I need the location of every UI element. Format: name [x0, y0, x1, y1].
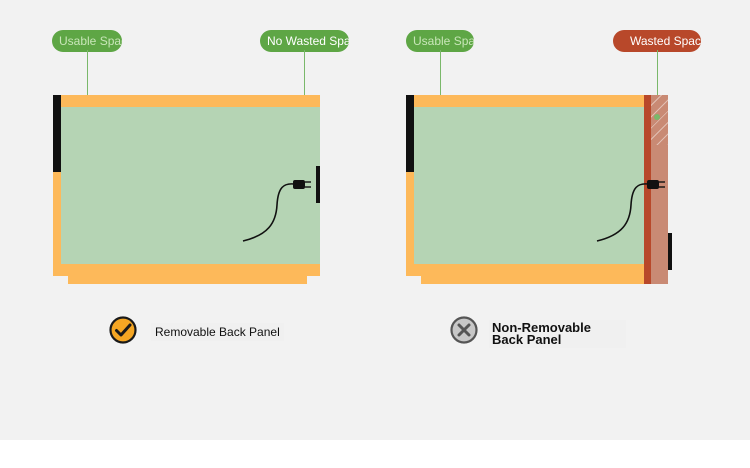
wall-outlet-left	[316, 166, 320, 203]
usable-space-pill-right: Usable Space	[406, 30, 474, 52]
non-removable-back-panel	[651, 95, 668, 284]
power-cord-right	[596, 180, 665, 242]
removable-back-panel-caption: Removable Back Panel	[151, 323, 284, 341]
leader-line-usable-right	[440, 50, 441, 117]
x-icon	[450, 316, 478, 344]
power-cord-left	[242, 180, 311, 242]
check-icon	[109, 316, 137, 344]
leader-line-wasted	[657, 50, 658, 117]
cabinet-side-edge-left	[53, 95, 61, 172]
non-removable-back-panel-caption: Non-Removable Back Panel	[489, 320, 626, 348]
back-panel-edge	[644, 95, 651, 284]
plug-icon-right	[647, 180, 659, 189]
plug-icon-left	[293, 180, 305, 189]
wasted-space-pill: Wasted Space	[613, 30, 701, 52]
back-panel-hatching	[651, 95, 668, 145]
no-wasted-space-pill: No Wasted Space	[260, 30, 349, 52]
cabinet-base-left	[68, 276, 307, 284]
cabinet-base-right	[421, 276, 651, 284]
wall-outlet-right	[668, 233, 672, 270]
leader-line-usable-left	[87, 50, 88, 117]
diagram-canvas: Usable Space No Wasted Space Removable B…	[0, 0, 750, 440]
leader-dot-wasted	[654, 114, 660, 120]
usable-space-pill-left: Usable Space	[52, 30, 122, 52]
leader-line-no-wasted	[304, 50, 305, 117]
cabinet-side-edge-right	[406, 95, 414, 172]
cabinet-interior-left	[61, 107, 320, 264]
